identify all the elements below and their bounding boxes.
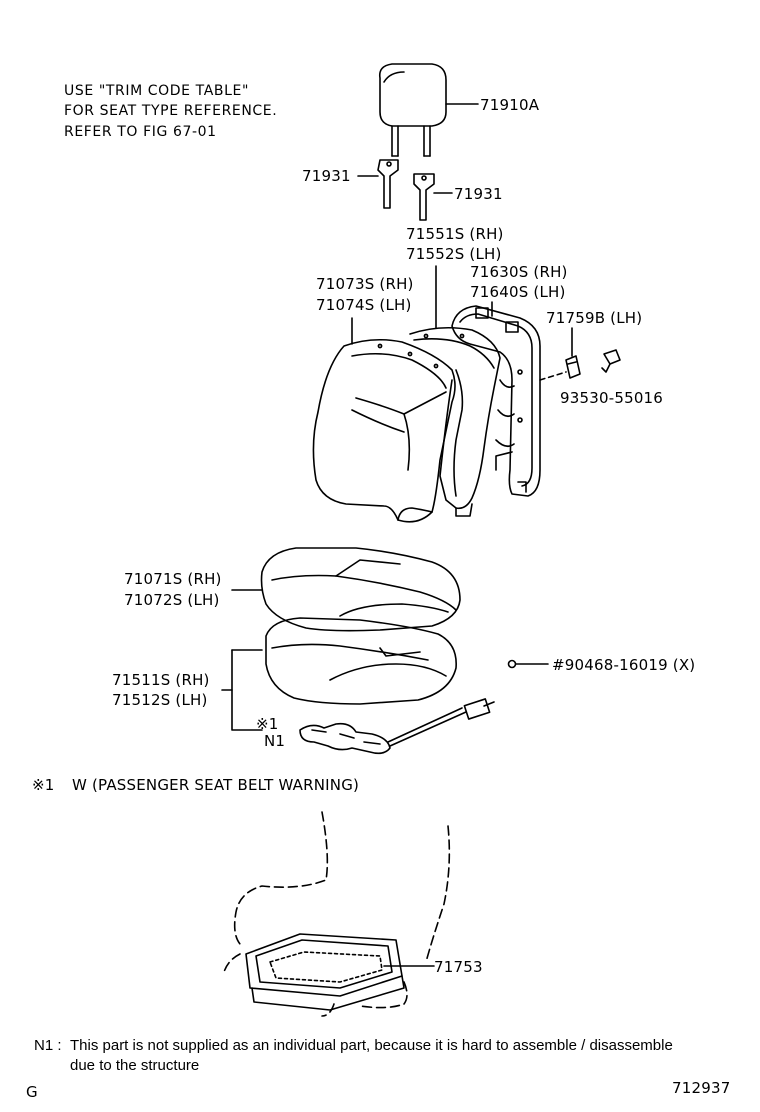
part-label-frame-lh: 71640S (LH) (470, 283, 566, 301)
part-label-headrest: 71910A (480, 96, 540, 114)
seatback-cover-drawing (312, 338, 456, 523)
note-line-2: FOR SEAT TYPE REFERENCE. (64, 103, 278, 119)
part-label-undercover: 71753 (434, 958, 483, 976)
undercover-drawing (245, 933, 405, 1011)
part-label-hog-ring: #90468-16019 (X) (552, 656, 696, 674)
note-line-1: USE "TRIM CODE TABLE" (64, 83, 250, 99)
seat-outline-dashed (223, 811, 451, 1017)
hog-ring-drawing (507, 659, 517, 669)
part-label-pad-cushion-lh: 71512S (LH) (112, 691, 208, 709)
part-label-cover-cushion-rh: 71071S (RH) (124, 570, 222, 588)
part-label-pad-back-lh: 71552S (LH) (406, 245, 502, 263)
footnote-line-1: This part is not supplied as an individu… (70, 1037, 673, 1054)
footnote-line-2: due to the structure (70, 1057, 200, 1074)
cushion-pad-drawing (265, 617, 457, 705)
figure-id: 712937 (672, 1079, 731, 1097)
support-drawing (357, 159, 453, 221)
part-label-n1: N1 (264, 732, 286, 750)
headrest-drawing (378, 63, 479, 157)
cushion-cover-drawing (260, 547, 461, 632)
seatback-frame-drawing (451, 305, 541, 497)
part-label-cover-cushion-lh: 71072S (LH) (124, 591, 220, 609)
part-label-support-right: 71931 (454, 185, 503, 203)
part-label-support-left: 71931 (302, 167, 351, 185)
note-line-3: REFER TO FIG 67-01 (64, 124, 217, 140)
footnote-key: N1 : (34, 1037, 62, 1054)
legend-mark1-key: ※1 (32, 776, 55, 794)
part-label-cover-back-rh: 71073S (RH) (316, 275, 414, 293)
part-label-pad-back-rh: 71551S (RH) (406, 225, 504, 243)
corner-letter: G (26, 1083, 38, 1101)
part-label-cover-back-lh: 71074S (LH) (316, 296, 412, 314)
part-label-mark1: ※1 (256, 715, 279, 733)
part-label-pad-cushion-rh: 71511S (RH) (112, 671, 210, 689)
seatback-pad-drawing (409, 326, 501, 517)
part-label-frame-rh: 71630S (RH) (470, 263, 568, 281)
sensor-mat-drawing (299, 698, 495, 755)
legend-mark1-text: W (PASSENGER SEAT BELT WARNING) (72, 776, 360, 794)
part-label-clip: 93530-55016 (560, 389, 664, 407)
part-label-hinge-cover: 71759B (LH) (546, 309, 643, 327)
clip-drawing (601, 349, 621, 373)
hinge-cover-drawing (565, 355, 581, 379)
leader-lines (221, 265, 573, 967)
